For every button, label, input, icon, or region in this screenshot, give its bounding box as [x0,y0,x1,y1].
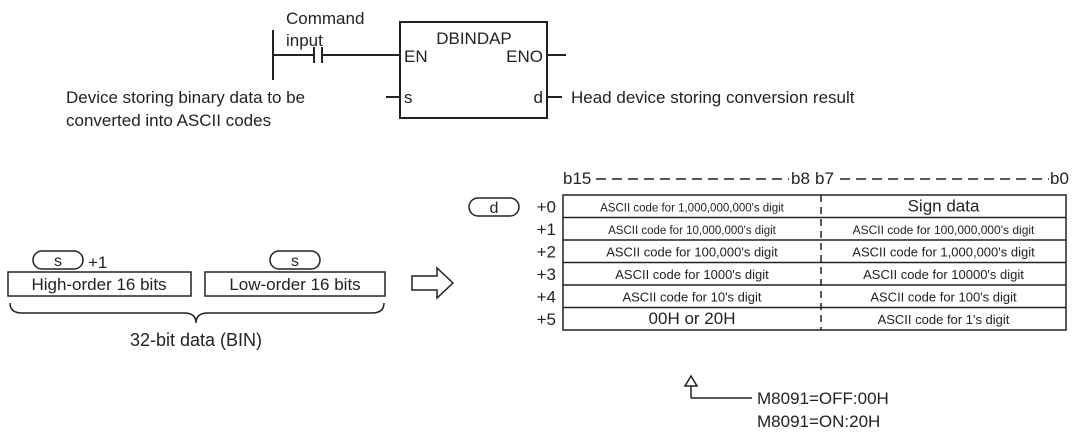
low-byte-cell: Sign data [908,196,980,215]
low-byte-cell: ASCII code for 1,000,000's digit [852,244,1035,259]
header-b0: b0 [1050,169,1069,188]
low-order-label: Low-order 16 bits [229,275,360,294]
command-label-line1: Command [286,9,364,28]
s-plus1-offset: +1 [88,253,107,272]
source-caption: 32-bit data (BIN) [130,330,262,350]
high-byte-cell: 00H or 20H [649,309,736,328]
low-byte-cell: ASCII code for 10000's digit [863,267,1024,282]
s-description-line1: Device storing binary data to be [66,88,305,107]
high-byte-cell: ASCII code for 1,000,000,000's digit [600,202,785,214]
s-pin-label: s [404,88,413,107]
s-tag [269,250,321,270]
d-description: Head device storing conversion result [571,88,855,107]
command-label-line2: input [286,31,323,50]
low-byte-cell: ASCII code for 100's digit [870,289,1017,304]
header-b8: b8 [791,169,810,188]
m8091-on-note: M8091=ON:20H [757,412,880,431]
instruction-name: DBINDAP [436,29,512,48]
low-order-box [204,271,386,297]
row-offset: +4 [537,287,556,306]
d-pin-label: d [534,88,543,107]
row-offset: +1 [537,220,556,239]
row-offset: +5 [537,310,556,329]
ladder-section [272,21,566,119]
function-block [399,21,548,119]
s-plus1-tag [32,250,84,270]
source-section: s +1 s High-order 16 bits Low-order 16 b… [7,250,386,350]
callout-arrow-icon [683,374,699,387]
conversion-arrow-icon [411,266,455,300]
high-byte-cell: ASCII code for 1000's digit [615,267,769,282]
en-pin-label: EN [404,47,428,66]
row-offset: +3 [537,265,556,284]
high-order-box [7,271,192,297]
destination-table: +0 ASCII code for 1,000,000,000's digit Si… [537,194,1067,331]
low-byte-cell: ASCII code for 1's digit [878,312,1010,327]
header-b7: b7 [815,169,834,188]
row-offset: +2 [537,242,556,261]
row-offset: +0 [537,197,556,216]
s-tag-text: s [291,253,299,270]
eno-pin-label: ENO [506,47,543,66]
header-b15: b15 [563,169,591,188]
d-tag-text: d [490,200,499,217]
m8091-off-note: M8091=OFF:00H [757,389,889,408]
high-byte-cell: ASCII code for 10,000,000's digit [608,225,777,237]
bit-brace [9,302,385,324]
s-description-line2: converted into ASCII codes [66,111,271,130]
high-byte-cell: ASCII code for 10's digit [622,289,761,304]
d-tag [468,197,520,217]
high-byte-cell: ASCII code for 100,000's digit [606,244,778,259]
high-order-label: High-order 16 bits [31,275,166,294]
s-plus1-tag-text: s [54,253,62,270]
low-byte-cell: ASCII code for 100,000,000's digit [853,223,1035,237]
